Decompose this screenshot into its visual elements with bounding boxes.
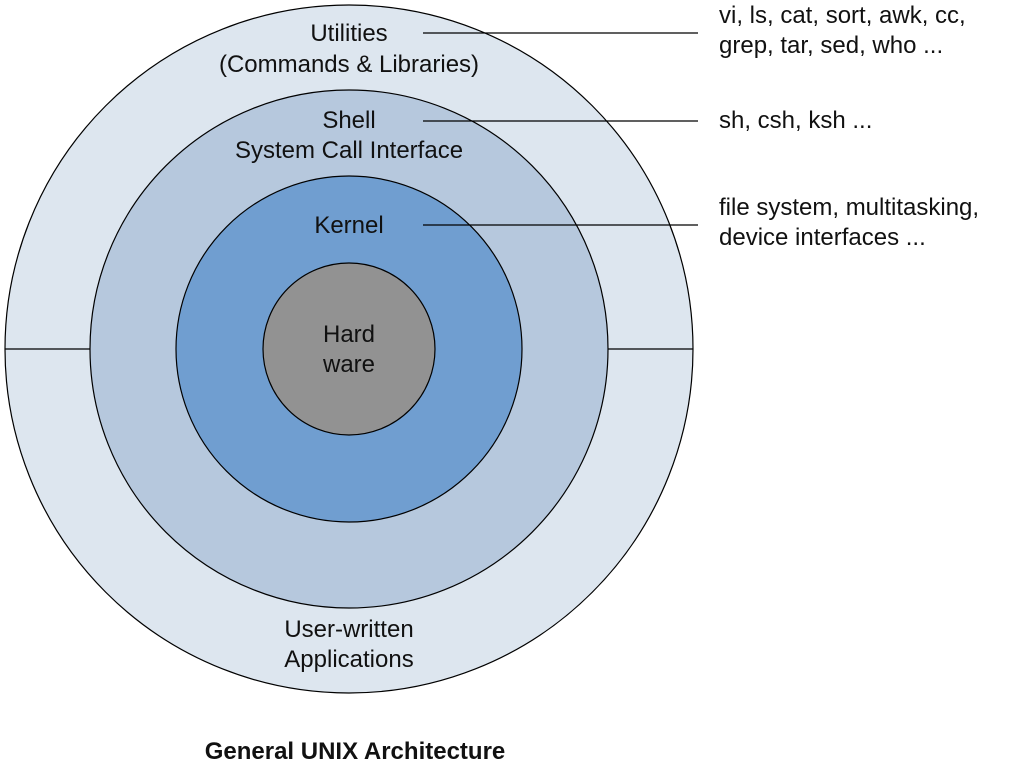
hardware-label-line2: ware [322, 351, 375, 378]
user-apps-label-line1: User-written [284, 616, 413, 643]
hardware-core [262, 262, 436, 436]
shell-callout: sh, csh, ksh ... [719, 107, 872, 134]
kernel-callout-line1: file system, multitasking, [719, 194, 979, 221]
utilities-label: Utilities [310, 20, 387, 47]
shell-label: Shell [322, 107, 375, 134]
kernel-callout-line2: device interfaces ... [719, 224, 926, 251]
user-apps-label-line2: Applications [284, 646, 413, 673]
utilities-sublabel: (Commands & Libraries) [219, 51, 479, 78]
utilities-callout-line2: grep, tar, sed, who ... [719, 32, 943, 59]
diagram-caption: General UNIX Architecture [204, 738, 506, 765]
hardware-label-line1: Hard [323, 321, 375, 348]
utilities-callout-line1: vi, ls, cat, sort, awk, cc, [719, 2, 966, 29]
system-call-interface-label: System Call Interface [235, 137, 463, 164]
kernel-label: Kernel [314, 212, 383, 239]
